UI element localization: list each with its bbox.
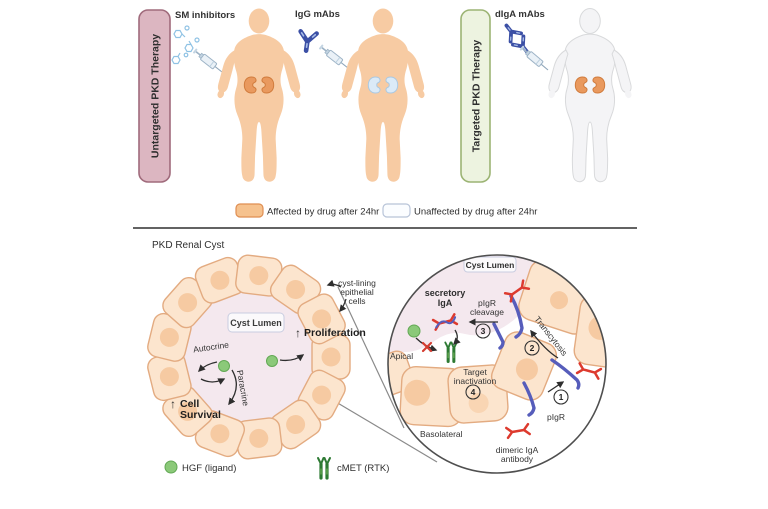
svg-text:secretory: secretory	[425, 288, 466, 298]
svg-text:pIgR: pIgR	[478, 298, 496, 308]
syringe-icon	[518, 44, 551, 74]
dimeric-iga-label: dimeric IgA antibody	[496, 445, 539, 464]
body-untargeted-sm	[216, 8, 302, 182]
untargeted-therapy-label: Untargeted PKD Therapy	[150, 34, 162, 158]
igg-antibody-icon	[298, 31, 317, 51]
syringe-icon	[317, 42, 351, 72]
hgf-legend-dot	[164, 460, 178, 474]
bottom-title: PKD Renal Cyst	[152, 240, 224, 251]
apical-label: Apical	[390, 351, 413, 361]
step-3: 3	[475, 323, 491, 339]
hgf-ligand-dot	[407, 324, 421, 338]
secretory-iga-icon	[431, 313, 459, 331]
kidney-legend: Affected by drug after 24hr Unaffected b…	[235, 203, 537, 218]
svg-text:Proliferation: Proliferation	[304, 327, 366, 339]
step-1: 1	[553, 389, 569, 405]
inset-border	[387, 254, 607, 474]
step-4: 4	[465, 384, 481, 400]
igg-mabs-label: IgG mAbs	[295, 9, 340, 20]
pigr-cleavage-label: pIgR cleavage	[470, 298, 504, 317]
step-2: 2	[524, 340, 540, 356]
cmet-legend-label: cMET (RTK)	[337, 463, 389, 474]
magnification-lines	[335, 286, 438, 463]
pkd-renal-cyst-diagram: Cyst Lumen Autocrine Paracrine ↑ Prolife…	[147, 254, 376, 460]
untargeted-therapy-box: Untargeted PKD Therapy	[138, 9, 171, 183]
svg-text:↑: ↑	[295, 326, 301, 340]
svg-text:2: 2	[530, 343, 535, 353]
cyst-lumen-label: Cyst Lumen	[230, 318, 282, 328]
affected-swatch	[235, 203, 264, 218]
cyst-lining-label: cyst-lining epithelial cells	[326, 278, 376, 313]
signaling-arrows	[197, 354, 305, 406]
svg-text:inactivation: inactivation	[454, 376, 497, 386]
svg-text:Survival: Survival	[180, 409, 221, 421]
cyst-epithelial-ring	[147, 254, 351, 460]
hgf-legend-label: HGF (ligand)	[182, 463, 236, 474]
cell-survival-label: ↑ Cell Survival	[170, 397, 221, 421]
pigr-receptors	[492, 294, 581, 417]
sm-inhibitors-label: SM inhibitors	[175, 10, 235, 21]
svg-text:3: 3	[481, 326, 486, 336]
diga-mabs-label: dIgA mAbs	[495, 9, 545, 20]
inset-lumen-badge	[463, 256, 517, 273]
pigr-label: pIgR	[547, 412, 565, 422]
syringe-icon	[191, 46, 225, 76]
body-targeted-diga	[547, 8, 633, 182]
targeted-therapy-box: Targeted PKD Therapy	[460, 9, 491, 183]
svg-text:1: 1	[559, 392, 564, 402]
hgf-ligand-dot	[266, 355, 278, 367]
target-arrow	[452, 329, 461, 346]
autocrine-label: Autocrine	[193, 340, 230, 355]
basolateral-label: Basolateral	[420, 429, 463, 439]
inset-lumen-label: Cyst Lumen	[466, 260, 515, 270]
inset-epithelial-cells	[388, 259, 606, 428]
unaffected-swatch	[382, 203, 411, 218]
molecule-legend: HGF (ligand) cMET (RTK)	[164, 456, 389, 480]
unaffected-label: Unaffected by drug after 24hr	[414, 207, 537, 218]
svg-text:cleavage: cleavage	[470, 307, 504, 317]
cmet-legend-icon	[316, 456, 332, 480]
affected-label: Affected by drug after 24hr	[267, 207, 379, 218]
svg-text:Target: Target	[463, 367, 487, 377]
binding-arrow	[547, 381, 565, 393]
svg-text:cyst-lining: cyst-lining	[338, 278, 376, 288]
small-molecule-icon	[171, 25, 200, 65]
svg-text:IgA: IgA	[438, 298, 453, 308]
body-untargeted-igg	[340, 8, 426, 182]
transcytosis-arrow	[530, 329, 559, 359]
hgf-ligand-dot	[218, 360, 230, 372]
cyst-wall-inset: Cyst Lumen secretory IgA pIgR cleavage T…	[387, 254, 607, 474]
svg-text:antibody: antibody	[501, 454, 534, 464]
svg-text:cells: cells	[348, 296, 365, 306]
svg-text:dimeric IgA: dimeric IgA	[496, 445, 539, 455]
proliferation-label: ↑ Proliferation	[295, 326, 366, 340]
secretory-iga-label: secretory IgA	[425, 288, 466, 308]
inhibition-x-icon	[421, 341, 433, 353]
top-section: Untargeted PKD Therapy SM inhibitors IgG…	[133, 8, 637, 229]
svg-text:Cell: Cell	[180, 398, 199, 410]
svg-text:↑: ↑	[170, 397, 176, 411]
svg-text:epithelial: epithelial	[340, 287, 374, 297]
targeted-therapy-label: Targeted PKD Therapy	[471, 40, 483, 153]
svg-text:4: 4	[471, 387, 476, 397]
target-inactivation-label: Target inactivation	[454, 367, 497, 386]
cyst-lumen-badge	[227, 312, 285, 333]
